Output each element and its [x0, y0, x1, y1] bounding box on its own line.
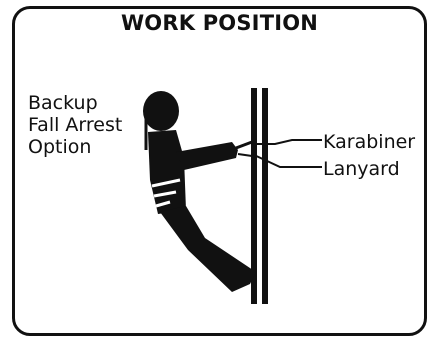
climber-leg [160, 206, 256, 292]
lanyard-segment [236, 142, 252, 148]
climber-head [143, 91, 179, 131]
climber-arm [176, 142, 238, 170]
pole-right-rail [262, 88, 268, 304]
climber-figure [143, 91, 256, 292]
lanyard-lower-segment [238, 154, 252, 156]
